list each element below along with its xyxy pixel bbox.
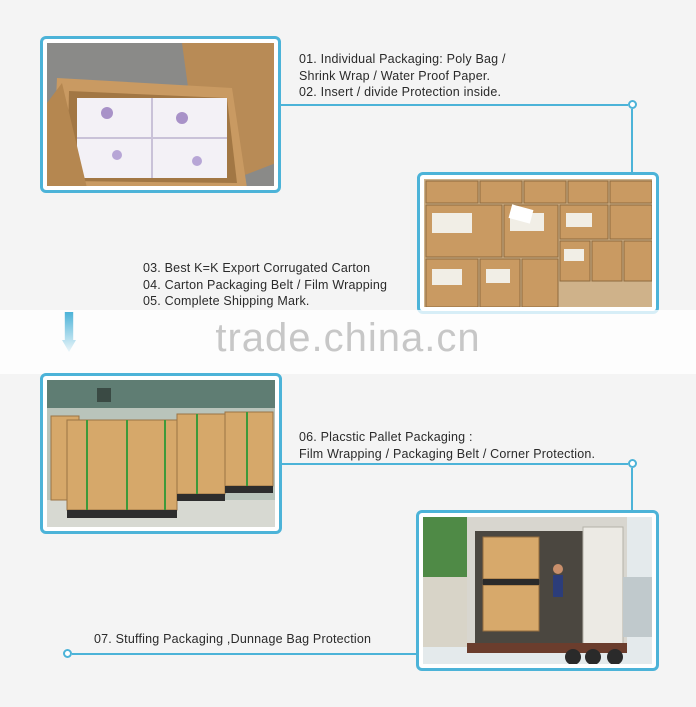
step-3-line-2: Film Wrapping / Packaging Belt / Corner …	[299, 446, 596, 461]
down-arrow-icon	[62, 312, 76, 352]
step-2-line-2: 04. Carton Packaging Belt / Film Wrappin…	[143, 277, 388, 292]
step-4-line-1: 07. Stuffing Packaging ,Dunnage Bag Prot…	[94, 632, 372, 646]
connector-vline-1	[631, 109, 633, 175]
step-1-text: 01. Individual Packaging: Poly Bag / Shr…	[299, 51, 506, 101]
carton-box-illustration	[47, 43, 274, 186]
photo-pallet-packaging	[40, 373, 282, 534]
step-4-text: 07. Stuffing Packaging ,Dunnage Bag Prot…	[94, 631, 371, 648]
connector-dot-1	[628, 100, 637, 109]
watermark-text: trade.china.cn	[215, 316, 481, 360]
connector-vline-3	[631, 468, 633, 511]
step-2-line-3: 05. Complete Shipping Mark.	[143, 294, 310, 308]
step-3-line-1: 06. Placstic Pallet Packaging :	[299, 430, 473, 444]
step-2-text: 03. Best K=K Export Corrugated Carton 04…	[143, 260, 387, 310]
connector-dot-4	[63, 649, 72, 658]
step-3-text: 06. Placstic Pallet Packaging : Film Wra…	[299, 429, 595, 462]
step-1-line-3: 02. Insert / divide Protection inside.	[299, 85, 502, 99]
photo-individual-packaging	[40, 36, 281, 193]
photo-export-cartons	[417, 172, 659, 314]
step-1-line-1: 01. Individual Packaging: Poly Bag /	[299, 52, 506, 66]
connector-line-1	[281, 104, 628, 106]
step-1-line-2: Shrink Wrap / Water Proof Paper.	[299, 68, 491, 83]
watermark-band	[0, 310, 696, 374]
connector-line-3	[282, 463, 628, 465]
step-2-line-1: 03. Best K=K Export Corrugated Carton	[143, 261, 371, 275]
connector-line-4	[72, 653, 417, 655]
connector-dot-3	[628, 459, 637, 468]
photo-container-stuffing	[416, 510, 659, 671]
carton-stack-illustration	[424, 179, 652, 307]
pallet-stack-illustration	[47, 380, 275, 527]
container-truck-illustration	[423, 517, 652, 664]
